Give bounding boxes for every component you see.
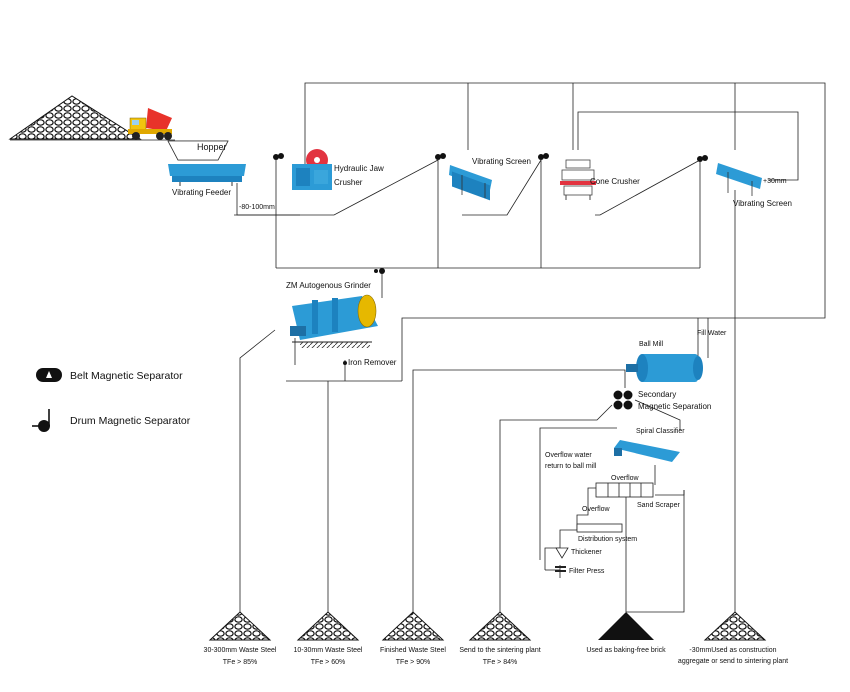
iron-remover-icon [343,361,347,365]
vibrating-screen-2-label: Vibrating Screen [733,199,792,208]
cone-crusher-label: Cone Crusher [590,177,640,186]
legend-drum-label: Drum Magnetic Separator [70,415,191,427]
filter-press-icon [555,566,566,572]
vibrating-screen-1-icon [449,165,492,201]
output-4-line1: Send to the sintering plant [459,647,540,654]
vibrating-feeder-label: Vibrating Feeder [172,188,231,197]
output-4-line2: TFe > 84% [483,659,517,666]
distribution-system-label: Distribution system [578,536,637,543]
drum-separator-icons [273,153,708,162]
output-2-line1: 10-30mm Waste Steel [294,647,363,654]
drum-separator-legend-icon [32,409,50,432]
raw-material-pile [8,95,142,140]
output-1-line2: TFe > 85% [223,659,257,666]
secondary-sep-label-2: Magnetic Separation [638,402,711,411]
fill-water-label: Fill Water [697,330,727,337]
thickener-label: Thickener [571,549,602,556]
grinder-label: ZM Autogenous Grinder [286,281,371,290]
ball-mill-label: Ball Mill [639,341,664,348]
feeder-size-label: -80-100mm [239,204,275,211]
autogenous-grinder-icon [290,294,378,348]
legend: Belt Magnetic Separator Drum Magnetic Se… [32,368,191,432]
spiral-classifier-icon [614,440,680,462]
overflow-1-label: Overflow [611,475,640,482]
output-3-line1: Finished Waste Steel [380,647,446,654]
belt-separator-legend-icon [36,368,62,382]
hopper-icon [167,140,229,161]
vibrating-screen-2-icon [716,163,762,196]
sand-scraper-label: Sand Scraper [637,502,680,509]
jaw-crusher-icon [292,149,332,190]
output-6-line2: aggregate or send to sintering plant [678,658,788,665]
secondary-sep-label-1: Secondary [638,390,676,399]
output-3-line2: TFe > 90% [396,659,430,666]
thickener-icon [555,547,569,559]
vibrating-feeder-icon [168,164,246,186]
cone-crusher-icon [560,159,596,200]
output-1-line1: 30-300mm Waste Steel [204,647,277,654]
overflow-water-label-1: Overflow water [545,452,592,459]
output-2-line2: TFe > 60% [311,659,345,666]
distribution-system-icon [576,523,623,533]
filter-press-label: Filter Press [569,568,605,575]
output-5-line1: Used as baking-free brick [586,647,666,654]
legend-belt-label: Belt Magnetic Separator [70,370,183,382]
iron-remover-label: Iron Remover [348,358,397,367]
ball-mill-icon [626,354,703,382]
vibrating-screen-1-label: Vibrating Screen [472,157,531,166]
jaw-crusher-label-2: Crusher [334,178,363,187]
output-6-line1: -30mmUsed as construction [689,647,776,654]
hopper-label: Hopper [197,142,227,152]
belt-separator-icons [374,268,633,410]
screen-2-size-label: +30mm [763,178,787,185]
overflow-water-label-2: return to ball mill [545,463,597,470]
output-piles [208,611,767,641]
spiral-classifier-label: Spiral Classifier [636,428,685,435]
overflow-2-label: Overflow [582,506,611,513]
jaw-crusher-label-1: Hydraulic Jaw [334,164,384,173]
sand-scraper-icon [595,482,654,498]
dump-truck-icon [128,108,172,140]
